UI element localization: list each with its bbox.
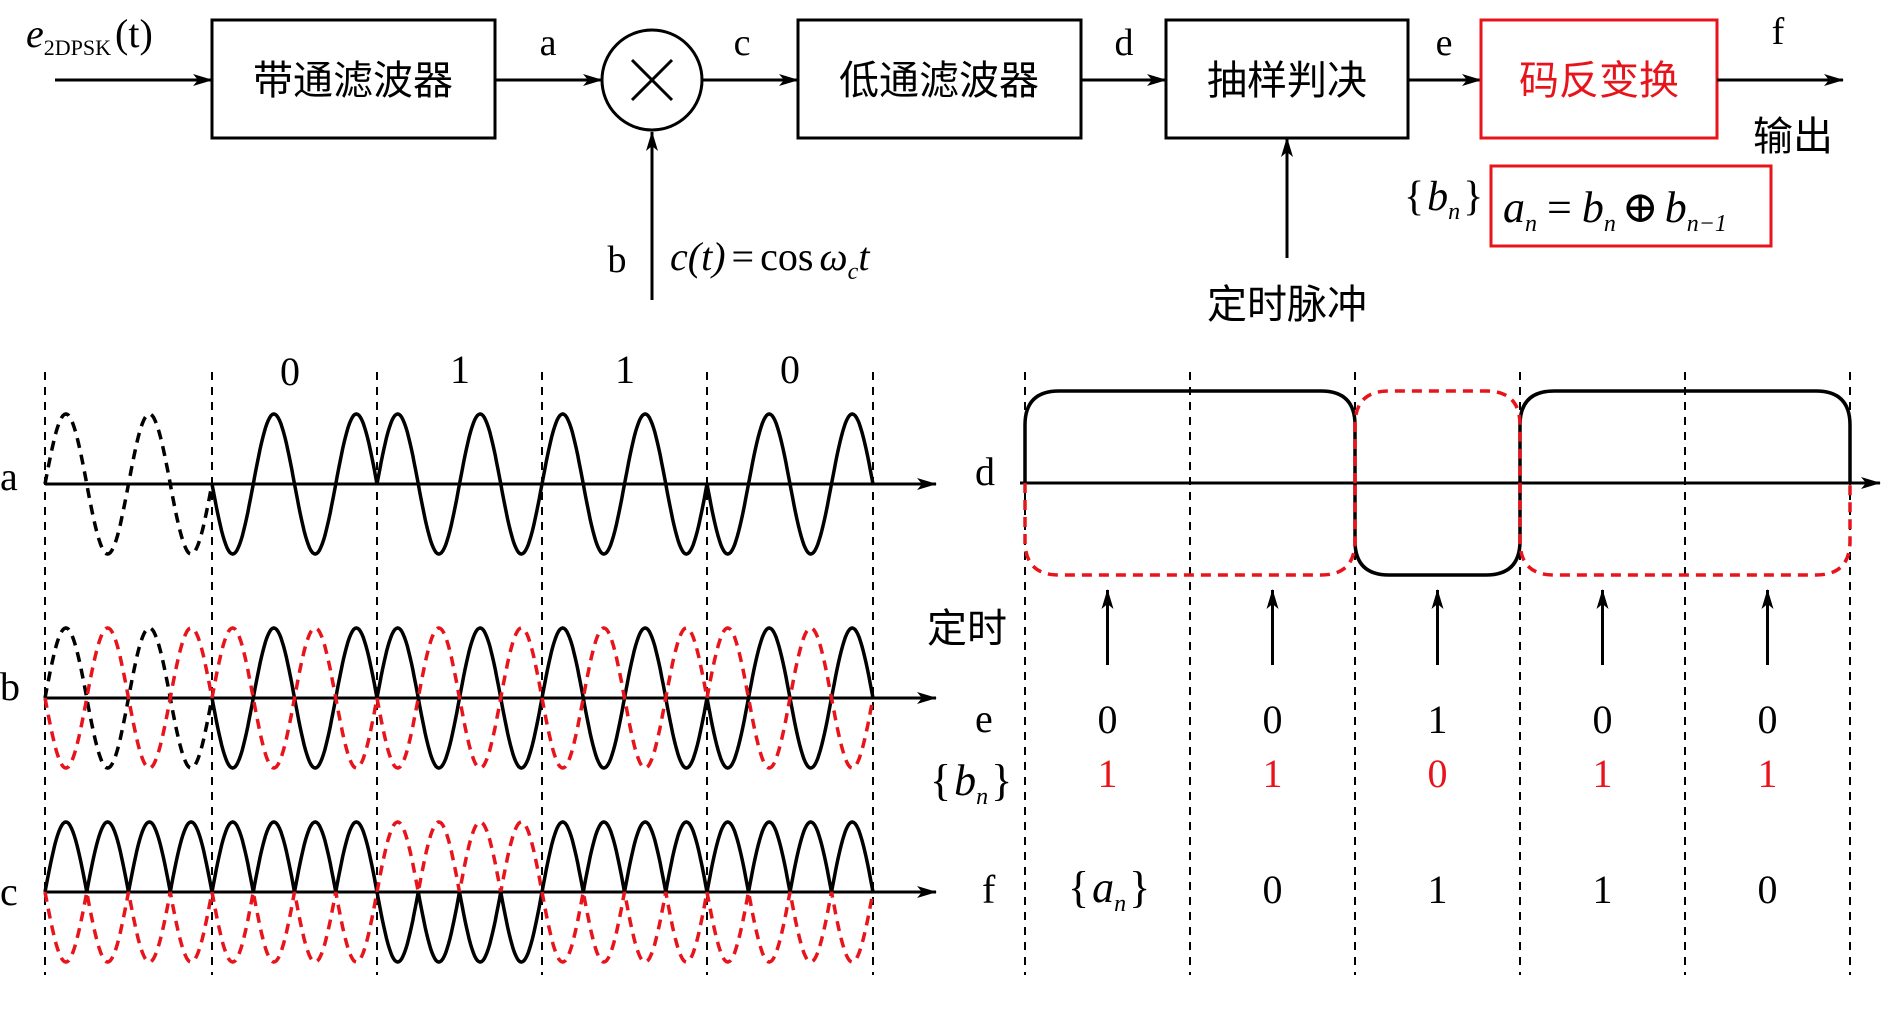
e-value-4: 0 [1758,697,1778,742]
point-label-d: d [1115,22,1134,64]
wave-c-symbol-1-black [210,820,379,893]
bandpass-filter-label: 带通滤波器 [253,58,453,104]
f-value-1: 0 [1263,867,1283,912]
wave-b-symbol-3-red [540,626,709,770]
waveform-panel: 0 1 1 0 a b c [0,347,937,975]
row-label-c: c [0,869,18,914]
differential-decode-formula: an=bn⊕bn−1 [1503,183,1727,237]
row-label-e: e [975,696,993,741]
row-label-d: d [975,449,995,494]
row-label-b: b [0,664,20,709]
input-signal-label: e2DPSK(t) [26,11,153,60]
bn-value-1: 1 [1263,751,1283,796]
wave-b-symbol-1-red [210,626,379,770]
f-value-4: 0 [1758,867,1778,912]
code-inverse-label: 码反变换 [1519,58,1679,104]
bit-label-2: 1 [450,347,470,392]
point-label-c: c [734,22,751,64]
e-value-0: 0 [1098,697,1118,742]
wave-b-symbol-0-red [43,626,214,770]
decision-panel: d 定时 e {bn} f {an} 0 1 0 1 0 1 0 1 0 1 1 0 1 0 [927,372,1881,975]
bn-value-3: 1 [1593,751,1613,796]
row-label-f: f [982,867,996,912]
sampler-decision-label: 抽样判决 [1207,58,1367,104]
wave-c-symbol-4-red [705,891,875,964]
point-label-b: b [608,239,627,281]
bn-value-4: 1 [1758,751,1778,796]
formula-box [1489,164,1773,248]
wave-a-symbol-1 [210,412,379,556]
lpf-output-red-2 [1353,389,1522,483]
lpf-output-red-3 [1518,483,1852,577]
wave-b-symbol-2-red [375,626,544,770]
mixer-cross-2 [630,58,674,102]
wave-c-symbol-4-black [705,820,875,893]
bit-label-4: 0 [780,347,800,392]
wave-b-symbol-4-red [705,626,875,770]
wave-c-symbol-0-black [43,820,214,893]
e-value-2: 1 [1428,697,1448,742]
bn-set-label: {bn} [1404,174,1483,225]
point-label-f: f [1772,11,1785,53]
wave-a-symbol-4 [705,412,875,556]
wave-c-symbol-0-red [43,891,214,964]
f-value-2: 1 [1428,867,1448,912]
e-value-3: 0 [1593,697,1613,742]
output-label: 输出 [1753,114,1833,160]
point-label-a: a [540,22,557,64]
wave-a-symbol-0 [43,412,214,556]
bn-value-0: 1 [1098,751,1118,796]
lpf-output-black-3 [1518,389,1852,483]
lowpass-filter-label: 低通滤波器 [839,58,1039,104]
timing-pulse-label: 定时脉冲 [1207,282,1367,328]
bit-label-3: 1 [615,347,635,392]
e-value-1: 0 [1263,697,1283,742]
row-label-a: a [0,454,18,499]
an-set-label: {an} [1068,863,1150,917]
lpf-output-red-1 [1023,483,1357,577]
lpf-output-black-1 [1023,389,1357,483]
f-value-3: 1 [1593,867,1613,912]
point-label-e: e [1436,22,1453,64]
wave-c-symbol-2-red [375,820,544,893]
lpf-output-black-2 [1353,483,1522,577]
wave-c-symbol-2-black [375,891,544,964]
wave-a-symbol-3 [540,412,709,556]
bit-label-1: 0 [280,349,300,394]
wave-c-symbol-1-red [210,891,379,964]
row-label-bn: {bn} [930,756,1012,810]
bn-value-2: 0 [1428,751,1448,796]
wave-a-symbol-2 [375,412,544,556]
wave-c-symbol-3-black [540,820,709,893]
row-label-timing: 定时 [927,606,1007,652]
wave-c-symbol-3-red [540,891,709,964]
